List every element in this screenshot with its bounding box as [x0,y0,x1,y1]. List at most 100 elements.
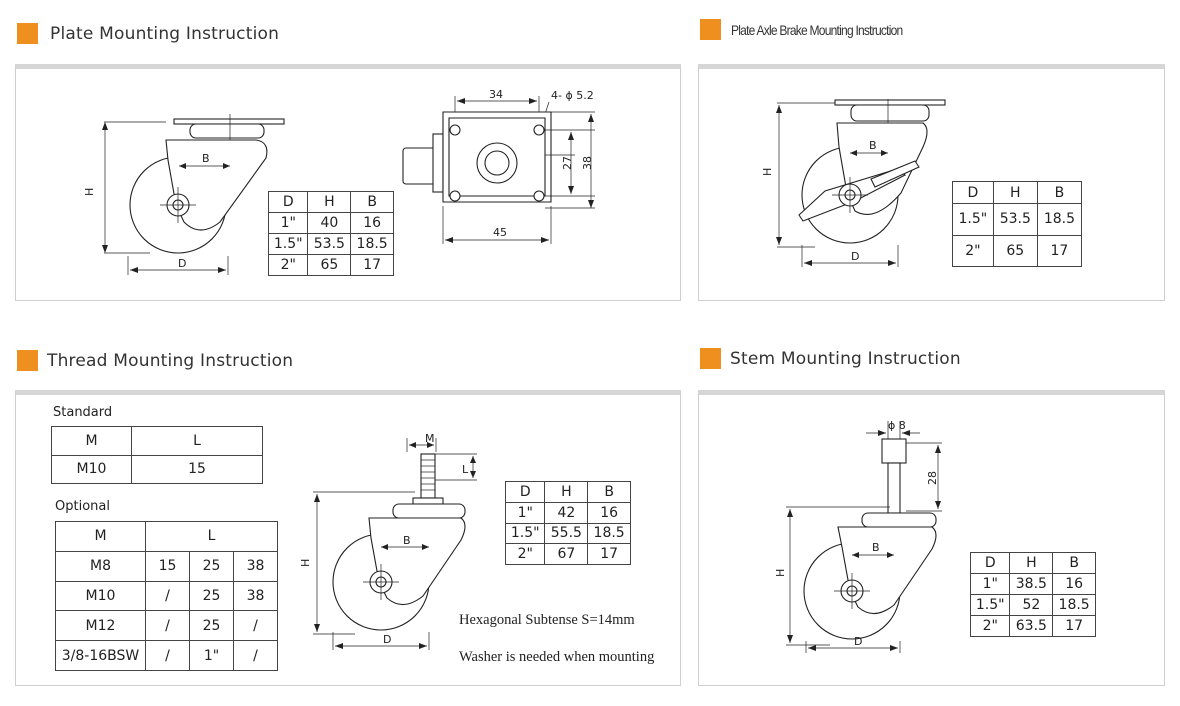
table-cell: 15 [131,454,263,484]
table-row: 3/8-16BSW/1"/ [55,640,278,671]
table-header: H [307,191,352,213]
table-cell: 16 [587,501,631,524]
stem-section-header: Stem Mounting Instruction [700,348,961,369]
table-header: L [131,426,263,456]
plate-hole-label: 4- ϕ 5.2 [551,89,594,102]
table-cell: M8 [55,550,146,582]
table-cell: 53.5 [992,203,1038,236]
table-cell: 18.5 [1036,203,1083,236]
table-cell: 53.5 [307,233,352,255]
stem-d-label: D [854,635,862,648]
table-cell: / [233,640,278,671]
table-cell: / [145,610,190,642]
brake-caster-drawing: H B D [761,99,946,267]
table-header: D [969,552,1011,574]
table-cell: / [233,610,278,642]
brake-d-label: D [851,250,859,263]
table-header: B [1052,552,1096,574]
table-cell: 40 [307,212,352,234]
table-cell: 17 [587,543,631,565]
table-cell: 38 [233,580,278,612]
thread-section-header: Thread Mounting Instruction [17,350,293,371]
stem-b-label: B [872,541,880,554]
table-cell: 2" [969,615,1011,637]
table-cell: M12 [55,610,146,642]
plate-right2-label: 38 [581,156,594,170]
plate-section-title: Plate Mounting Instruction [50,23,280,44]
plate-b-label: B [202,152,210,165]
table-cell: 16 [350,212,394,234]
thread-caster-drawing: M L H B D [299,432,477,650]
table-cell: 25 [189,580,234,612]
table-cell: 2" [952,234,994,267]
table-header: D [267,191,309,213]
table-cell: 55.5 [544,522,589,545]
brake-h-label: H [761,168,774,176]
plate-top-dim-label: 34 [489,88,503,101]
stem-phi-label: ϕ 8 [888,419,906,432]
table-cell: 17 [1036,234,1083,267]
standard-label: Standard [53,405,113,420]
table-cell: 1" [969,573,1011,595]
hexagonal-note: Hexagonal Subtense S=14mm [459,612,635,628]
optional-label-text: Optional [55,499,110,514]
table-cell: 67 [544,543,589,565]
table-cell: 38 [233,550,278,582]
table-cell: 1" [504,501,546,524]
orange-square-icon [700,348,721,369]
table-cell: 16 [1052,573,1096,595]
brake-b-label: B [869,139,877,152]
table-header: M [55,521,146,552]
table-header: B [350,191,394,213]
plate-right1-label: 27 [561,156,574,170]
table-header: H [544,481,589,503]
thread-l-label: L [462,463,469,476]
thread-h-label: H [299,559,312,567]
table-cell: / [145,580,190,612]
table-header: D [952,181,994,204]
table-cell: 1.5" [952,203,994,236]
stem-len-label: 28 [926,471,939,485]
optional-label: Optional [55,499,110,514]
stem-section-title: Stem Mounting Instruction [730,348,961,369]
plate-d-label: D [178,257,186,270]
table-cell: 17 [1052,615,1096,637]
stem-h-label: H [774,569,787,577]
table-cell: 25 [189,610,234,642]
table-cell: 1.5" [267,233,309,255]
table-cell: M10 [51,454,132,484]
table-cell: 2" [504,543,546,565]
table-cell: 65 [992,234,1038,267]
table-cell: 1.5" [504,522,546,545]
table-cell: 63.5 [1009,615,1054,637]
table-cell: 52 [1009,594,1054,616]
washer-note: Washer is needed when mounting [459,649,655,665]
orange-square-icon [17,350,38,371]
table-header: D [504,481,546,503]
plate-caster-drawing: H B D [83,114,285,275]
thread-m-label: M [425,432,435,445]
thread-section-title: Thread Mounting Instruction [47,350,294,371]
orange-square-icon [700,19,721,40]
table-header: H [992,181,1038,204]
plate-bottom-dim-label: 45 [493,226,507,239]
table-cell: 1.5" [969,594,1011,616]
table-header: H [1009,552,1054,574]
plate-section-header: Plate Mounting Instruction [17,23,279,44]
